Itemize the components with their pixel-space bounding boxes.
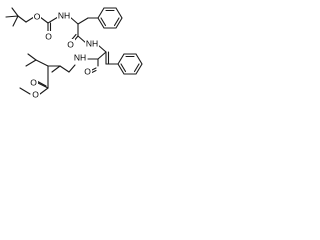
tert-butyl-group: [5, 7, 27, 27]
ether-oxygen-ester: O: [32, 90, 39, 100]
chemical-structure: O NH O O NH O NH O O: [5, 7, 143, 100]
phenylalanine-side-chain: [77, 17, 99, 25]
carbonyl-oxygen-phenylalanine: O: [67, 40, 74, 50]
phenyl-ring-top: [97, 7, 123, 29]
boc-carbamate: [25, 16, 79, 35]
isopropyl-group: [25, 53, 49, 67]
amide-nh-valine: NH: [74, 53, 86, 63]
phenyl-ring-bottom: [105, 53, 143, 75]
ether-oxygen-boc: O: [34, 12, 41, 22]
valine-backbone: [47, 65, 70, 73]
carbonyl-oxygen-dehydrophenylalanine: O: [84, 67, 91, 77]
carbonyl-oxygen-ester: O: [30, 78, 37, 88]
amine-nh-boc: NH: [58, 11, 70, 21]
amide-nh-phenylalanine: NH: [86, 39, 98, 49]
carbonyl-oxygen-boc: O: [45, 32, 52, 42]
